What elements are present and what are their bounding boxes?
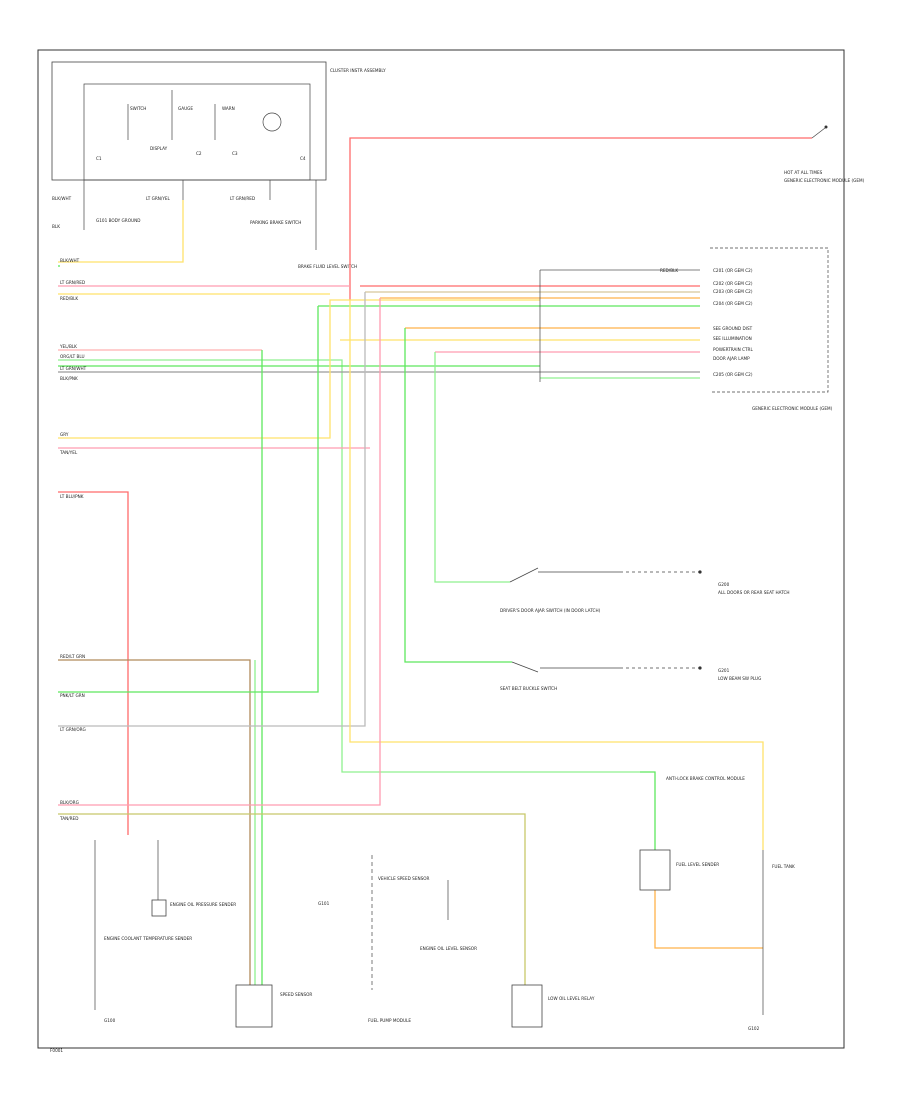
conn-r3: C203 (OR GEM C2)	[713, 289, 753, 294]
wire-red-top	[349, 137, 812, 300]
conn-r5: SEE GROUND DIST	[713, 326, 753, 331]
conn-r6: SEE ILLUMINATION	[713, 336, 752, 341]
wire-pink-13	[58, 298, 381, 806]
left-w7: GRY	[60, 432, 69, 437]
left-w14: TAN/RED	[59, 816, 78, 821]
bottom-abs-module: ANTI-LOCK BRAKE CONTROL MODULE	[666, 776, 745, 781]
ground-left: G101 BODY GROUND	[96, 218, 140, 223]
cluster-title: CLUSTER INSTR ASSEMBLY	[330, 68, 386, 73]
bottom-fuel-level: FUEL LEVEL SENDER	[676, 862, 719, 867]
wire-brown-10	[58, 659, 251, 985]
left-w3: YEL/BLK	[59, 344, 77, 349]
wire-gray-11	[58, 292, 366, 727]
left-wire-labels: LT GRN/RED RED/BLK YEL/BLK ORG/LT BLU LT…	[59, 258, 87, 821]
wire-green-16	[640, 771, 656, 850]
cluster-c2: C2	[196, 151, 202, 156]
brake-fluid-switch: BRAKE FLUID LEVEL SWITCH	[298, 264, 357, 269]
wire-bk-label: BLK/WHT	[52, 196, 72, 201]
bottom-oil-sender: ENGINE OIL PRESSURE SENDER	[170, 902, 236, 907]
conn-r4: C204 (OR GEM C2)	[713, 301, 753, 306]
battery-switch: HOT AT ALL TIMES GENERIC ELECTRONIC MODU…	[784, 125, 865, 183]
bottom-ground-2: G101	[318, 901, 330, 906]
conn-r1-code: RED/BLK	[660, 268, 678, 273]
wire-green-4	[58, 359, 640, 773]
wire-bk-label-2: BLK	[52, 224, 60, 229]
bottom-ground-1: G100	[104, 1018, 116, 1023]
gem-title: GENERIC ELECTRONIC MODULE (GEM)	[752, 406, 833, 411]
ground-belt-note: LOW BEAM SW PLUG	[718, 676, 761, 681]
left-w8: TAN/YEL	[59, 450, 78, 455]
left-w12: LT GRN/ORG	[60, 727, 86, 732]
cluster-c4: C4	[300, 156, 306, 161]
wire-green-15	[404, 328, 512, 663]
bottom-low-oil-relay: LOW OIL LEVEL RELAY	[548, 996, 595, 1001]
gem-group: GENERIC ELECTRONIC MODULE (GEM) RED/BLK …	[660, 247, 833, 411]
ground-belt: G201	[718, 668, 730, 673]
conn-r8: DOOR AJAR LAMP	[713, 356, 750, 361]
wire-ltgrn2-label: LT GRN/RED	[230, 196, 255, 201]
conn-r9: C205 (OR GEM C2)	[713, 372, 753, 377]
wire-ltgrn-label: LT GRN/YEL	[146, 196, 171, 201]
diagram-frame	[37, 49, 845, 1049]
wire-green-10	[58, 306, 319, 693]
wire-orange-17	[654, 890, 763, 949]
left-w9: LT BLU/PNK	[60, 494, 84, 499]
bottom-ground-3: G102	[748, 1026, 760, 1031]
wire-yellow-cluster	[58, 200, 184, 263]
wire-ltgreen-14	[434, 352, 510, 583]
cluster-c1: C1	[96, 156, 102, 161]
bottom-fuel-tank: FUEL TANK	[772, 864, 795, 869]
bottom-oil-level: ENGINE OIL LEVEL SENSOR	[420, 946, 477, 951]
wires	[58, 137, 812, 985]
conn-r2: C202 (OR GEM C2)	[713, 281, 753, 286]
door-ajar-switch: DRIVER'S DOOR AJAR SWITCH (IN DOOR LATCH…	[500, 608, 601, 613]
cluster-sw2: GAUGE	[178, 106, 193, 111]
cluster-sw3: WARN	[222, 106, 235, 111]
bottom-vss: VEHICLE SPEED SENSOR	[378, 876, 430, 881]
left-w4: ORG/LT BLU	[60, 354, 85, 359]
footer-code: F0001	[50, 1048, 63, 1053]
door-belt-switches: DRIVER'S DOOR AJAR SWITCH (IN DOOR LATCH…	[500, 567, 790, 691]
wire-yellow-7	[58, 299, 540, 439]
left-w1: LT GRN/RED	[60, 280, 85, 285]
wire-olive-13	[58, 813, 526, 985]
cluster-sw4: DISPLAY	[150, 146, 168, 151]
conn-r1: C201 (OR GEM C2)	[713, 268, 753, 273]
parking-brake-switch: PARKING BRAKE SWITCH	[250, 220, 301, 225]
bottom-speed-sensor: SPEED SENSOR	[280, 992, 312, 997]
cluster-leads: BLK/WHT BLK G101 BODY GROUND LT GRN/YEL …	[52, 180, 357, 269]
left-w5: LT GRN/WHT	[60, 366, 87, 371]
left-w2: RED/BLK	[60, 296, 78, 301]
cluster-c3: C3	[232, 151, 238, 156]
seat-belt-switch: SEAT BELT BUCKLE SWITCH	[500, 686, 557, 691]
left-w15: BLK/WHT	[60, 258, 80, 263]
wire-yellow-12	[349, 300, 764, 850]
bottom-coolant-sender: ENGINE COOLANT TEMPERATURE SENDER	[104, 936, 192, 941]
left-w6: BLK/PNK	[60, 376, 78, 381]
top-right-comp: GENERIC ELECTRONIC MODULE (GEM)	[784, 178, 865, 183]
left-w11: PNK/LT GRN	[60, 693, 85, 698]
wire-red-8	[58, 491, 129, 835]
instrument-cluster: CLUSTER INSTR ASSEMBLY SWITCH GAUGE WARN…	[51, 61, 386, 181]
left-w13: BLK/ORG	[60, 800, 79, 805]
ground-door: G200	[718, 582, 730, 587]
left-w10: RED/LT GRN	[60, 654, 85, 659]
conn-r7: POWERTRAIN CTRL	[713, 347, 753, 352]
ground-door-note: ALL DOORS OR REAR SEAT HATCH	[718, 590, 790, 595]
bottom-components: ENGINE COOLANT TEMPERATURE SENDER G100 E…	[94, 776, 795, 1031]
bottom-fuel-pump: FUEL PUMP MODULE	[368, 1018, 411, 1023]
battery-note: HOT AT ALL TIMES	[784, 170, 823, 175]
cluster-sw1: SWITCH	[130, 106, 146, 111]
